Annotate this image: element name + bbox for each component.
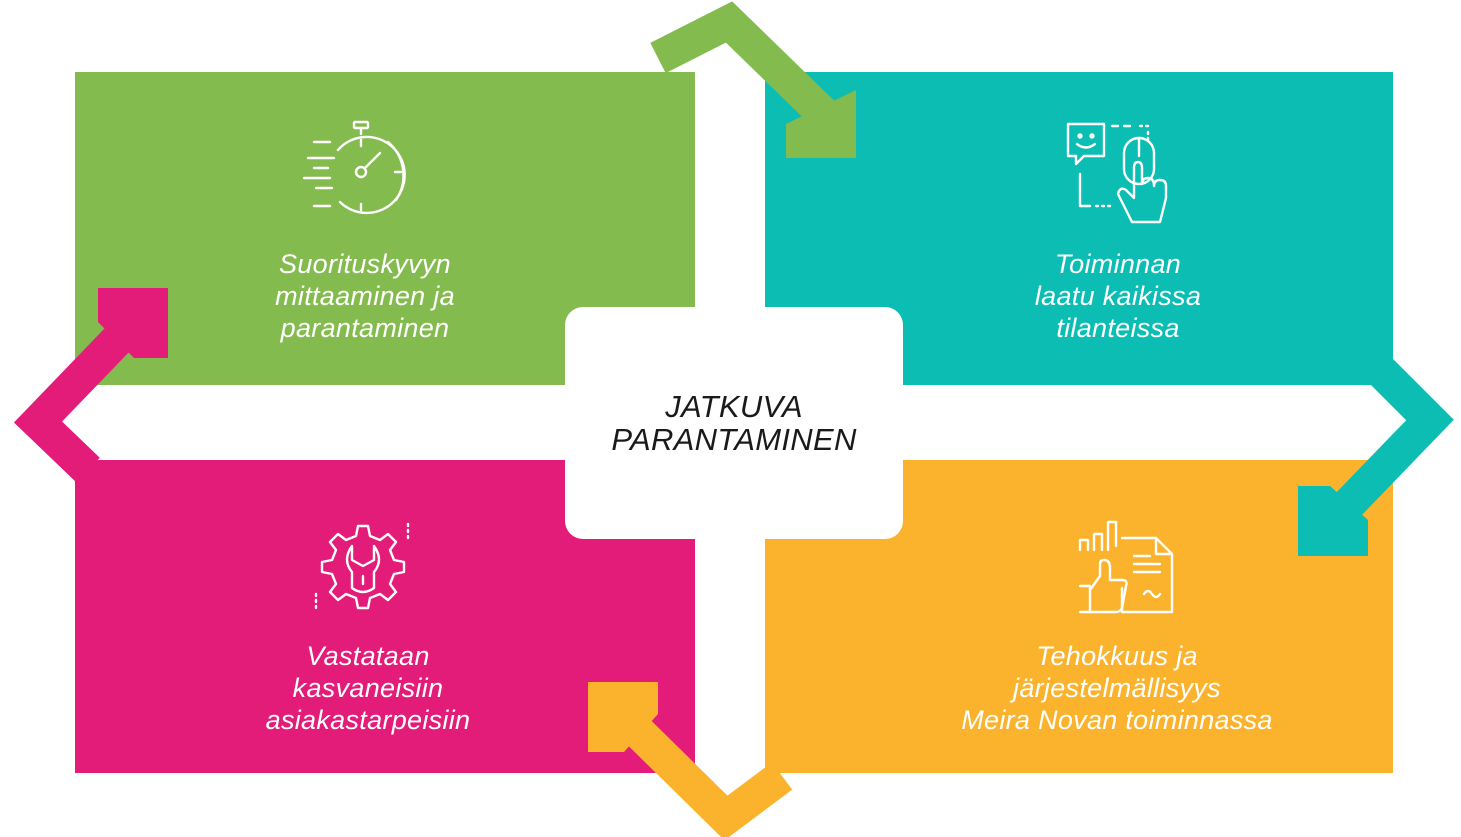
label-customer-needs-line1: Vastataan: [306, 641, 430, 671]
label-efficiency-line3: Meira Novan toiminnassa: [961, 705, 1273, 735]
arrow-magenta: [13, 288, 168, 483]
label-performance-line1: Suorituskyvyn: [279, 249, 451, 279]
center-title-line2: PARANTAMINEN: [611, 422, 857, 457]
label-quality: Toiminnan laatu kaikissa tilanteissa: [978, 248, 1258, 344]
label-performance-line3: parantaminen: [280, 313, 450, 343]
label-customer-needs: Vastataan kasvaneisiin asiakastarpeisiin: [218, 640, 518, 736]
stopwatch-icon: [302, 120, 406, 215]
label-quality-line2: laatu kaikissa: [1034, 281, 1202, 311]
wrench-gear-icon: [314, 522, 410, 610]
label-customer-needs-line3: asiakastarpeisiin: [265, 705, 471, 735]
chat-mouse-hand-icon: [1066, 122, 1168, 224]
label-performance: Suorituskyvyn mittaaminen ja parantamine…: [225, 248, 505, 344]
label-efficiency-line1: Tehokkuus ja: [1036, 641, 1198, 671]
label-customer-needs-line2: kasvaneisiin: [292, 673, 444, 703]
center-box: [565, 307, 903, 539]
chart-document-thumbs-up-icon: [1078, 520, 1174, 614]
label-quality-line3: tilanteissa: [1056, 313, 1180, 343]
arrow-orange: [588, 682, 793, 837]
label-performance-line2: mittaaminen ja: [275, 281, 455, 311]
label-efficiency: Tehokkuus ja järjestelmällisyys Meira No…: [937, 640, 1297, 736]
center-title-line1: JATKUVA: [665, 389, 803, 424]
arrow-green: [650, 1, 856, 158]
label-efficiency-line2: järjestelmällisyys: [1013, 673, 1221, 703]
label-quality-line1: Toiminnan: [1054, 249, 1182, 279]
arrow-teal: [1298, 357, 1454, 556]
center-title: JATKUVA PARANTAMINEN: [565, 390, 903, 456]
